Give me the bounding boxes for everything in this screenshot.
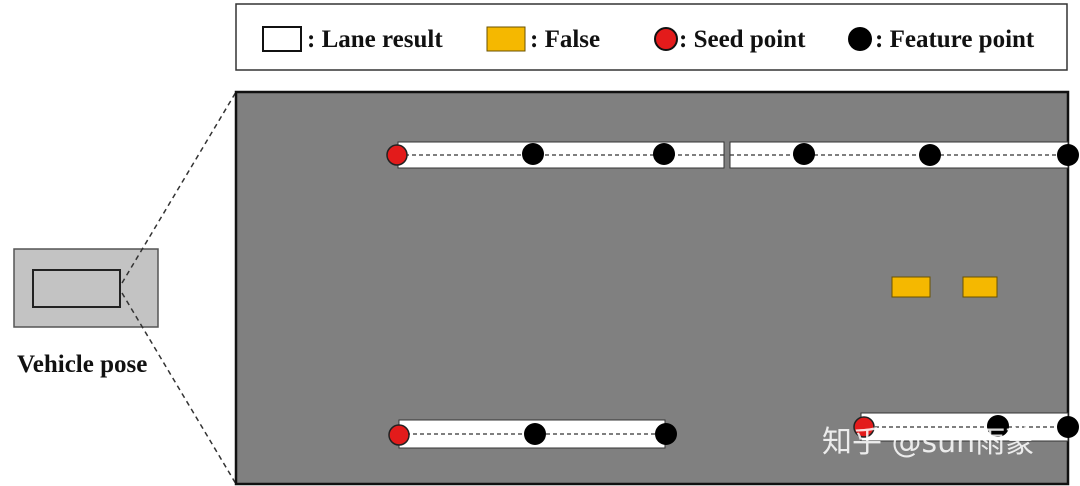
top-right-lane (729, 141, 1079, 169)
feature-point (655, 423, 677, 445)
bottom-right-lane (853, 412, 1079, 442)
zoom-line-top (121, 91, 237, 284)
vehicle-pose-inner-box (32, 269, 121, 308)
lane-result-box (860, 412, 1069, 442)
bottom-left-lane (388, 419, 677, 449)
feature-point-legend-marker (848, 27, 872, 51)
legend-frame (235, 3, 1068, 71)
feature-point (522, 143, 544, 165)
lane-result-swatch (262, 26, 302, 52)
top-left-lane (386, 141, 725, 169)
vehicle-pose: Vehicle pose (13, 248, 159, 378)
seed-point-legend-marker (654, 27, 678, 51)
feature-point (524, 423, 546, 445)
legend: : Lane result : False : Seed point : Fea… (235, 3, 1068, 71)
feature-point-legend-label: : Feature point (875, 26, 1035, 53)
watermark: 知乎 @sun雨蒙 (822, 425, 1035, 460)
feature-point (987, 415, 1009, 437)
false-swatch (486, 26, 526, 52)
false-detection-box (891, 276, 931, 298)
vehicle-pose-label: Vehicle pose (17, 351, 147, 378)
feature-point (1057, 144, 1079, 166)
false-detection-box (962, 276, 998, 298)
zoom-line-bottom (121, 292, 237, 485)
seed-point (388, 424, 410, 446)
seed-point-legend-label: : Seed point (679, 26, 806, 53)
feature-point (919, 144, 941, 166)
false-legend-label: : False (530, 26, 600, 53)
feature-point (1057, 416, 1079, 438)
seed-point (853, 416, 875, 438)
seed-point (386, 144, 408, 166)
feature-point (653, 143, 675, 165)
feature-point (793, 143, 815, 165)
lane-result-legend-label: : Lane result (307, 26, 443, 53)
